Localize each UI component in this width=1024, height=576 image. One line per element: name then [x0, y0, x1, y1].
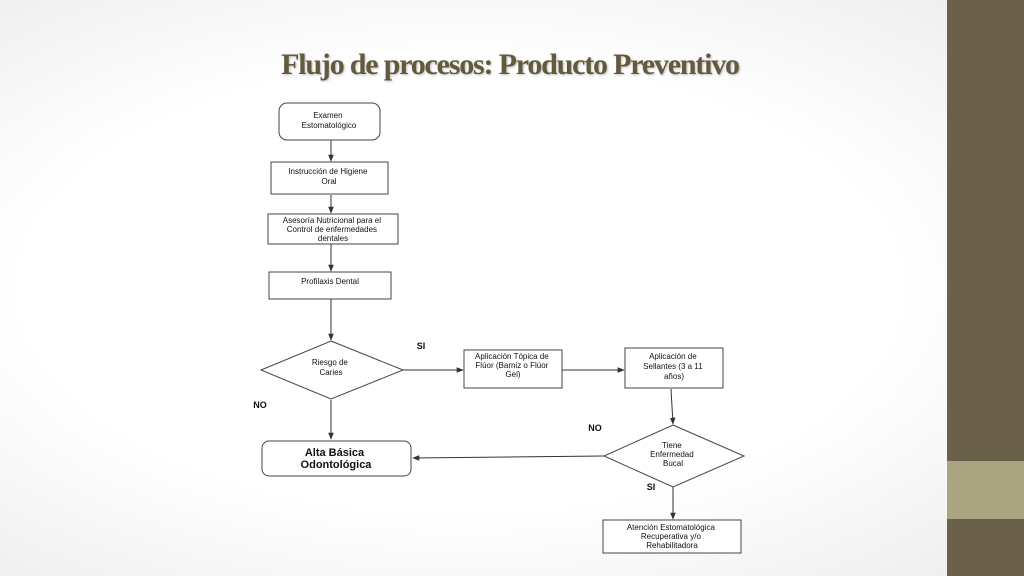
node-instruccion-higiene: Instrucción de Higiene Oral	[270, 161, 389, 195]
edge-label-enfermedad-si: SI	[647, 482, 656, 492]
edge-sellantes-enfermedad	[669, 388, 676, 425]
node-aplicacion-fluor: Aplicación Tópica de Flúor (Barniz o Flú…	[463, 349, 563, 389]
node-enfermedad-bucal: Tiene Enfermedad Bucal	[602, 424, 746, 488]
svg-text:Aplicación Tópica de Flú: Aplicación Tópica de Flúor (Barniz o Flú…	[475, 352, 551, 379]
svg-text:Examen Estomatológico: Examen Estomatológico	[302, 111, 357, 130]
svg-text:Alta Básica Odontológica: Alta Básica Odontológica	[301, 447, 373, 471]
sidebar-accent-light	[947, 461, 1024, 519]
slide-title: Flujo de procesos: Producto Preventivo	[281, 48, 740, 81]
edge-label-riesgo-si: SI	[417, 341, 426, 351]
node-atencion-estomatologica: Atención Estomatológica Recuperativa y/o…	[602, 519, 742, 554]
node-examen-estomatologico: Examen Estomatológico	[278, 102, 381, 141]
node-riesgo-caries: Riesgo de Caries	[259, 340, 405, 400]
node-alta-basica: Alta Básica Odontológica	[261, 440, 412, 477]
edge-enfermedad-alta	[412, 455, 605, 461]
flow-edges	[328, 140, 676, 520]
node-aplicacion-sellantes: Aplicación de Sellantes (3 a 11 años)	[624, 347, 724, 389]
node-profilaxis-dental: Profilaxis Dental	[268, 271, 392, 300]
node-asesoria-nutricional: Asesoría Nutricional para el Control de …	[267, 213, 399, 245]
svg-text:Atención Estomatológica: Atención Estomatológica Recuperativa y/o…	[627, 523, 717, 550]
svg-text:Instrucción de Higiene O: Instrucción de Higiene Oral	[288, 167, 369, 186]
svg-text:Tiene Enfermedad B: Tiene Enfermedad Bucal	[650, 441, 696, 468]
edge-label-enfermedad-no: NO	[588, 423, 602, 433]
svg-text:Riesgo de Caries: Riesgo de Caries	[312, 358, 350, 377]
svg-text:Aplicación de Sellantes: Aplicación de Sellantes (3 a 11 años)	[643, 352, 705, 381]
svg-text:Asesoría Nutricional para el: Asesoría Nutricional para el Control de …	[283, 216, 384, 243]
edge-label-riesgo-no: NO	[253, 400, 267, 410]
svg-text:Profilaxis Dental: Profilaxis Dental	[301, 277, 359, 286]
